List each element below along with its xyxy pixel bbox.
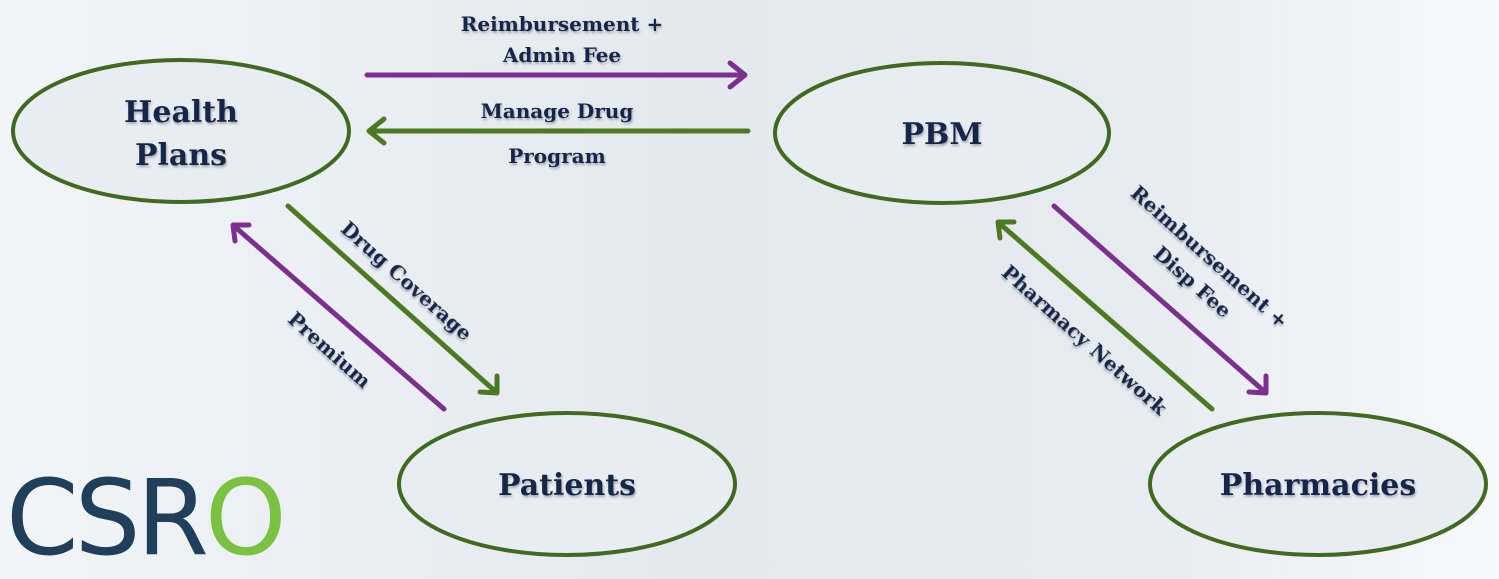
node-pbm: PBM [773,61,1111,205]
label-premium: Premium [283,307,376,393]
arrow-pharmacy-network [995,219,1215,412]
health-plans-label-line1: Health [124,95,238,130]
logo-part-3: O [204,457,287,579]
csro-logo: CSRO [6,466,287,570]
node-health-plans: Health Plans [11,58,351,204]
patients-label: Patients [498,468,636,503]
label-reimbursement-admin-line2: Admin Fee [502,43,621,67]
label-manage-drug-line2: Program [508,144,606,168]
label-pharmacy-network: Pharmacy Network [997,260,1173,420]
label-reimbursement-admin-line1: Reimbursement + [461,12,664,36]
arrow-drug-coverage [285,203,500,396]
flow-diagram: Health Plans PBM Patients Pharmacies Rei… [11,12,1488,557]
node-patients: Patients [397,411,737,557]
logo-part-2: R [136,457,209,579]
arrow-manage-drug [366,116,751,146]
label-manage-drug-line1: Manage Drug [481,99,634,123]
health-plans-label-line2: Plans [135,138,227,173]
label-drug-coverage: Drug Coverage [336,216,477,345]
arrow-premium [230,222,447,412]
arrow-reimbursement-disp [1051,203,1269,396]
node-pharmacies: Pharmacies [1148,411,1488,557]
pharmacies-label: Pharmacies [1220,468,1416,503]
logo-part-1: CS [6,457,141,579]
pbm-label: PBM [901,117,982,152]
arrow-reimbursement-admin [364,60,748,90]
